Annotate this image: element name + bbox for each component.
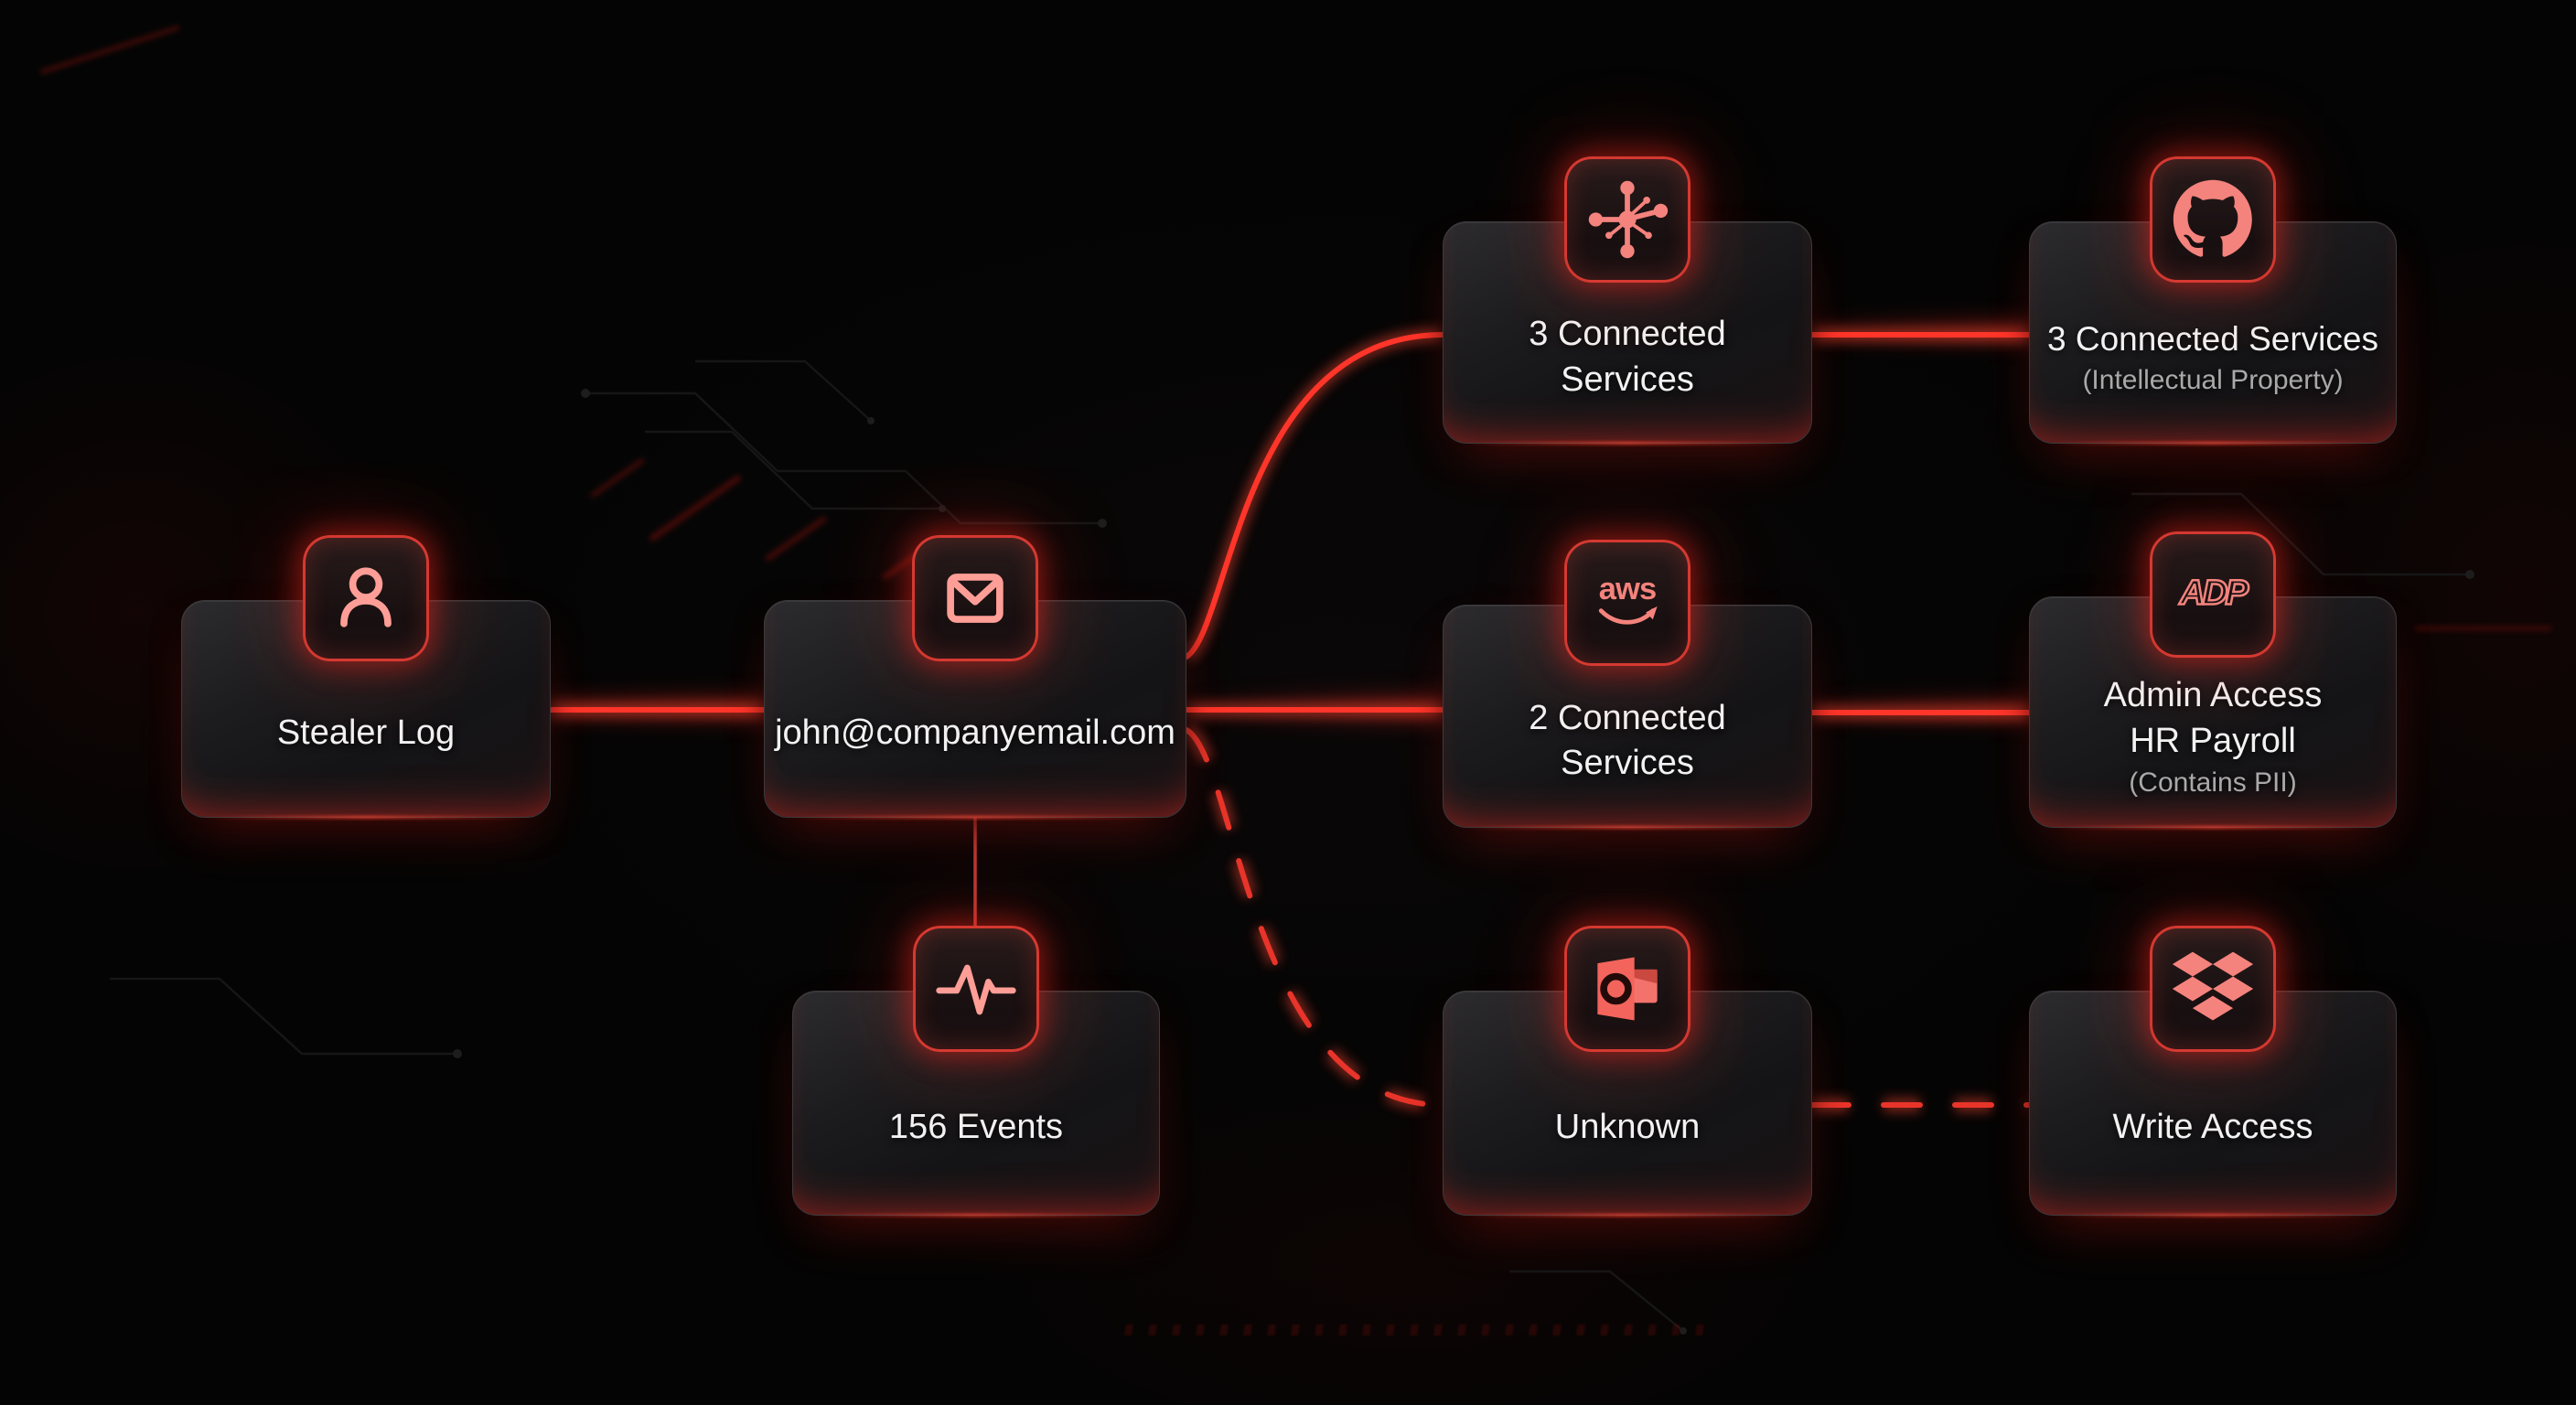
node-adp[interactable]: ADP Admin Access HR Payroll (Contains PI…	[2029, 531, 2397, 828]
activity-pulse-icon	[913, 926, 1039, 1052]
svg-text:aws: aws	[1599, 572, 1656, 606]
dropbox-icon	[2150, 926, 2276, 1052]
node-sublabel: (Intellectual Property)	[2082, 364, 2344, 395]
person-icon	[303, 535, 429, 661]
node-stealer-log[interactable]: Stealer Log	[181, 535, 551, 818]
edge-email-unknown	[1184, 727, 1445, 1108]
node-events[interactable]: 156 Events	[792, 926, 1160, 1216]
github-icon	[2150, 156, 2276, 283]
edge-email-hub	[1184, 332, 1445, 660]
node-sublabel: (Contains PII)	[2129, 767, 2297, 799]
node-connected-hub[interactable]: 3 Connected Services	[1443, 156, 1812, 444]
node-label: Stealer Log	[276, 713, 456, 753]
adp-icon: ADP	[2150, 531, 2276, 658]
aws-icon: aws	[1564, 540, 1690, 666]
node-label-line2: HR Payroll	[2130, 721, 2296, 760]
node-label: Write Access	[2112, 1108, 2313, 1147]
node-label: 156 Events	[888, 1108, 1064, 1147]
svg-text:ADP: ADP	[2179, 574, 2249, 613]
node-aws[interactable]: aws 2 Connected Services	[1443, 540, 1812, 828]
node-unknown[interactable]: Unknown	[1443, 926, 1812, 1216]
node-label: 3 Connected Services	[2047, 319, 2378, 358]
background-smudge	[2415, 626, 2552, 631]
node-label: john@companyemail.com	[775, 713, 1175, 753]
node-email[interactable]: john@companyemail.com	[764, 535, 1186, 818]
node-label: 2 Connected Services	[1529, 698, 1726, 782]
network-hub-icon	[1564, 156, 1690, 283]
node-label: Unknown	[1554, 1108, 1701, 1147]
outlook-icon	[1564, 926, 1690, 1052]
node-label: 3 Connected Services	[1529, 315, 1726, 399]
node-github[interactable]: 3 Connected Services (Intellectual Prope…	[2029, 156, 2397, 444]
envelope-icon	[912, 535, 1038, 661]
node-write-access[interactable]: Write Access	[2029, 926, 2397, 1216]
node-label: Admin Access	[2103, 676, 2323, 715]
